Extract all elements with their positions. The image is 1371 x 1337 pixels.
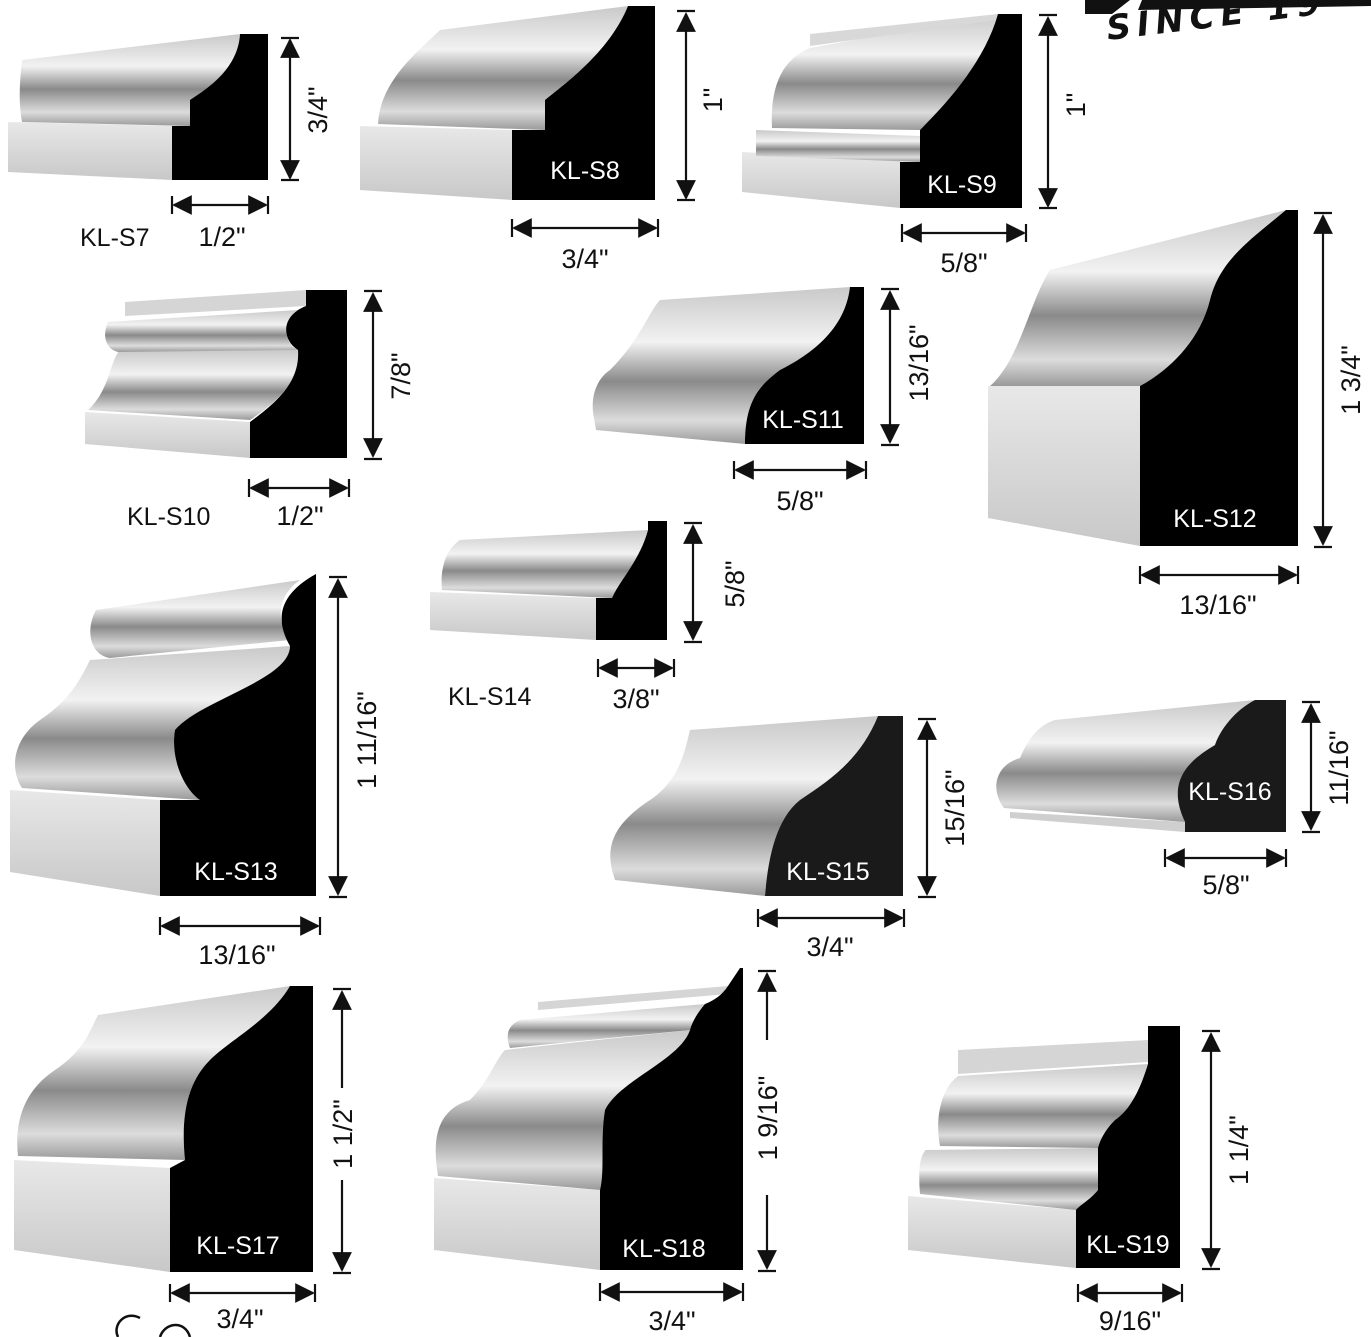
moulding-profile [1140,210,1298,546]
height-label: 15/16" [940,769,970,846]
moulding-face [592,287,850,444]
moulding-face [360,126,512,200]
height-label: 1 1/2" [328,1099,358,1169]
moulding-profile [172,34,268,180]
moulding-face [990,210,1286,386]
moulding-face [8,122,172,180]
profile-kl-s14: 5/8" 3/8" KL-S14 [430,521,750,714]
moulding-face [434,1178,600,1270]
height-label: 3/4" [303,86,333,133]
product-code: KL-S16 [1188,778,1271,806]
height-label: 1" [698,88,728,113]
moulding-profile [600,968,743,1270]
moulding-profile [512,6,655,200]
product-code: KL-S18 [622,1235,705,1263]
profile-kl-s8: KL-S8 1" 3/4" [360,6,728,274]
moulding-profile [160,574,316,896]
product-code: KL-S11 [762,406,844,434]
width-label: 5/8" [1202,870,1249,900]
height-label: 5/8" [720,560,750,607]
profile-kl-s18: KL-S18 1 9/16" 3/4" [434,968,783,1336]
brand-logo: SINCE 19 [1085,0,1371,49]
moulding-face [938,1064,1148,1148]
profile-kl-s17: KL-S17 1 1/2" 3/4" [14,986,358,1334]
profile-kl-s16: KL-S16 11/16" 5/8" [996,700,1354,900]
product-code: KL-S17 [196,1232,279,1260]
product-code: KL-S8 [550,157,619,185]
width-label: 3/8" [612,684,659,714]
moulding-profile [250,290,347,458]
moulding-face [996,700,1255,822]
width-label: 3/4" [561,244,608,274]
moulding-face [378,6,628,130]
product-code: KL-S10 [127,503,210,531]
moulding-face [610,716,878,896]
moulding-face [15,646,291,800]
moulding-face [90,580,300,658]
height-label: 7/8" [386,352,416,399]
moulding-face [919,1148,1098,1210]
moulding-profile [1076,1026,1180,1268]
moulding-face [17,986,291,1160]
width-label: 5/8" [776,486,823,516]
product-code: KL-S12 [1173,505,1256,533]
moulding-face [908,1196,1076,1268]
logo-text: SINCE 19 [1104,0,1328,49]
moulding-profile [765,716,903,896]
moulding-face [19,34,241,126]
moulding-face [14,1160,170,1272]
moulding-face [85,412,250,458]
height-label: 1 11/16" [352,691,382,789]
profile-kl-s7: 3/4" 1/2" KL-S7 [8,34,333,252]
height-label: 1 9/16" [753,1076,783,1161]
profile-kl-s10: 7/8" 1/2" KL-S10 [85,289,416,531]
moulding-face [742,152,900,208]
width-label: 13/16" [198,940,275,970]
profile-kl-s15: KL-S15 15/16" 3/4" [610,716,970,962]
moulding-face [756,130,920,162]
moulding-profile [900,14,1022,208]
moulding-profile [170,986,313,1272]
moulding-face [435,1030,690,1190]
profile-kl-s13: KL-S13 1 11/16" 13/16" [10,574,382,970]
height-label: 1 3/4" [1336,345,1366,415]
moulding-profile [1177,700,1286,832]
moulding-face [441,530,648,598]
product-code: KL-S7 [80,224,149,252]
moulding-face [430,592,596,640]
width-label: 9/16" [1099,1306,1161,1336]
moulding-face [507,1004,705,1048]
width-label: 3/4" [648,1306,695,1336]
moulding-face [10,790,160,896]
width-label: 1/2" [198,222,245,252]
height-label: 11/16" [1324,730,1354,805]
moulding-profile [596,521,667,640]
width-label: 1/2" [276,501,323,531]
profile-kl-s19: KL-S19 1 1/4" 9/16" [908,1026,1254,1336]
moulding-face [105,310,298,352]
moulding-face [88,350,299,420]
height-label: 1 1/4" [1224,1115,1254,1185]
height-label: 13/16" [904,324,934,401]
product-code: KL-S9 [927,171,996,199]
product-code: KL-S14 [448,683,531,711]
product-code: KL-S19 [1086,1231,1169,1259]
width-label: 13/16" [1179,590,1256,620]
moulding-profile [745,287,864,444]
script-mark [115,1314,192,1337]
width-label: 3/4" [216,1304,263,1334]
profile-kl-s12: KL-S12 1 3/4" 13/16" [988,210,1366,620]
moulding-face [988,386,1140,546]
moulding-face [771,14,998,130]
product-code: KL-S13 [194,858,277,886]
height-label: 1" [1061,93,1091,118]
profile-kl-s9: KL-S9 1" 5/8" [742,13,1091,278]
product-code: KL-S15 [786,858,869,886]
width-label: 5/8" [940,248,987,278]
width-label: 3/4" [806,932,853,962]
profile-kl-s11: KL-S11 13/16" 5/8" [592,287,934,516]
